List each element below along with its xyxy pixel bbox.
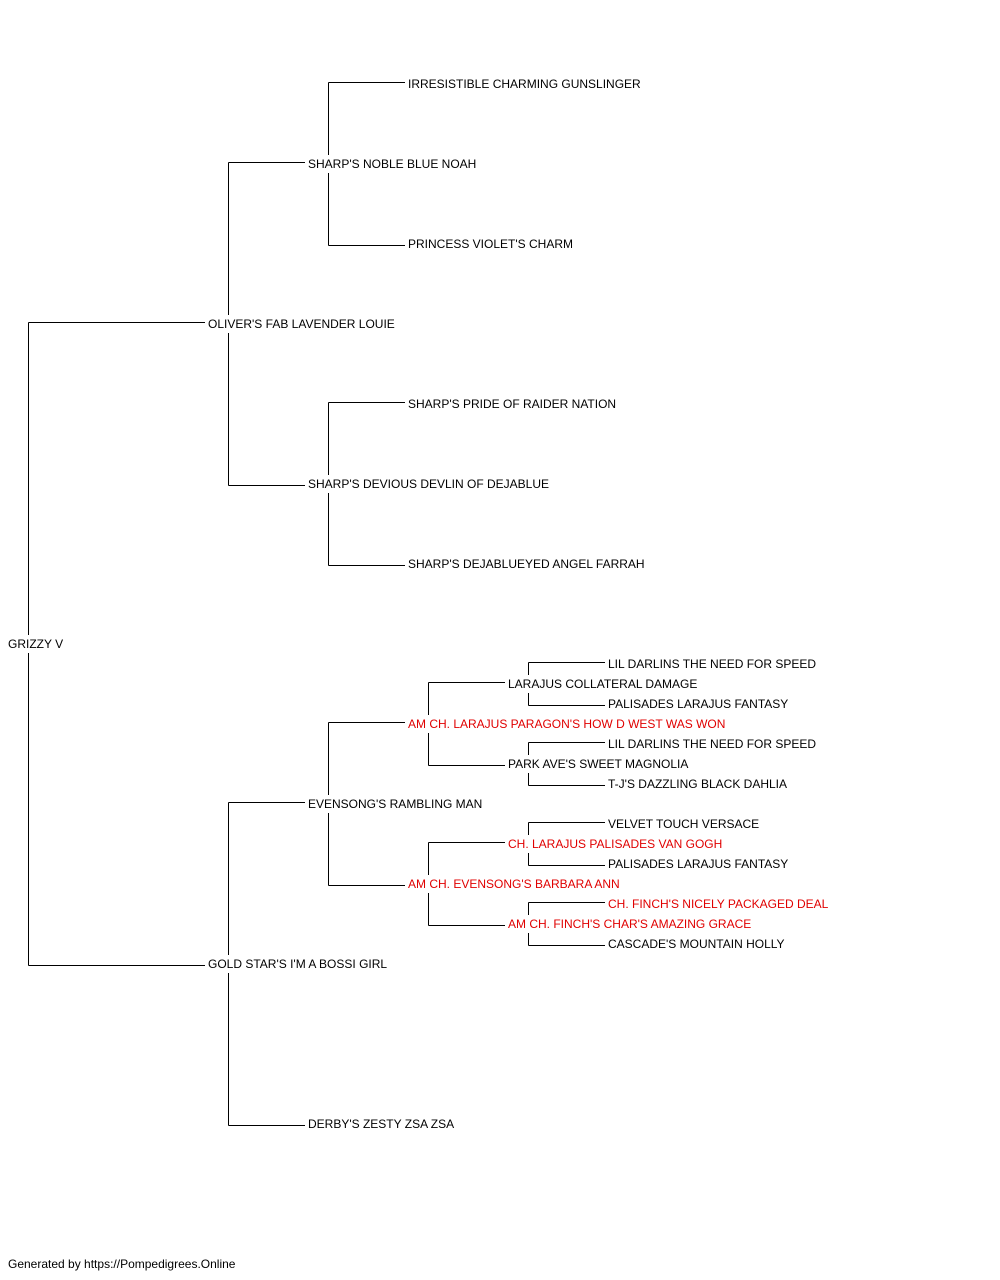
gen6-name-7: CH. FINCH'S NICELY PACKAGED DEAL xyxy=(606,895,831,913)
gen6-name-4: T-J'S DAZZLING BLACK DAHLIA xyxy=(606,775,789,793)
dam-sire-name: EVENSONG'S RAMBLING MAN xyxy=(306,795,485,813)
subject-name: GRIZZY V xyxy=(6,635,66,653)
dam-sire-sire-sire-name: LARAJUS COLLATERAL DAMAGE xyxy=(506,675,700,693)
sire-sire-name: SHARP'S NOBLE BLUE NOAH xyxy=(306,155,479,173)
dam-sire-dam-sire-name: CH. LARAJUS PALISADES VAN GOGH xyxy=(506,835,725,853)
generator-credit: Generated by https://Pompedigrees.Online xyxy=(8,1257,236,1271)
sire-dam-dam-name: SHARP'S DEJABLUEYED ANGEL FARRAH xyxy=(406,555,647,573)
sire-sire-dam-name: PRINCESS VIOLET'S CHARM xyxy=(406,235,575,253)
sire-sire-sire-name: IRRESISTIBLE CHARMING GUNSLINGER xyxy=(406,75,643,93)
dam-sire-dam-name: AM CH. EVENSONG'S BARBARA ANN xyxy=(406,875,622,893)
sire-dam-name: SHARP'S DEVIOUS DEVLIN OF DEJABLUE xyxy=(306,475,552,493)
sire-name: OLIVER'S FAB LAVENDER LOUIE xyxy=(206,315,397,333)
sire-dam-sire-name: SHARP'S PRIDE OF RAIDER NATION xyxy=(406,395,619,413)
gen6-name-8: CASCADE'S MOUNTAIN HOLLY xyxy=(606,935,787,953)
dam-dam-name: DERBY'S ZESTY ZSA ZSA xyxy=(306,1115,457,1133)
dam-sire-sire-dam-name: PARK AVE'S SWEET MAGNOLIA xyxy=(506,755,691,773)
dam-sire-sire-name: AM CH. LARAJUS PARAGON'S HOW D WEST WAS … xyxy=(406,715,728,733)
dam-name: GOLD STAR'S I'M A BOSSI GIRL xyxy=(206,955,390,973)
gen6-name-5: VELVET TOUCH VERSACE xyxy=(606,815,762,833)
gen6-name-3: LIL DARLINS THE NEED FOR SPEED xyxy=(606,735,819,753)
gen6-name-1: LIL DARLINS THE NEED FOR SPEED xyxy=(606,655,819,673)
gen6-name-6: PALISADES LARAJUS FANTASY xyxy=(606,855,791,873)
gen6-name-2: PALISADES LARAJUS FANTASY xyxy=(606,695,791,713)
dam-sire-dam-dam-name: AM CH. FINCH'S CHAR'S AMAZING GRACE xyxy=(506,915,754,933)
